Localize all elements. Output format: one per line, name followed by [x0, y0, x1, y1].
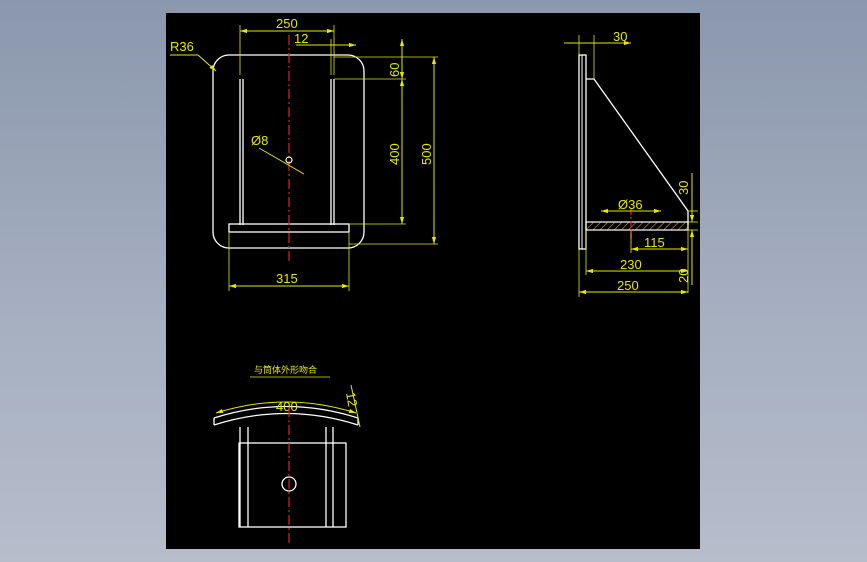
front-view: Ø8 R36 250 12 60: [170, 16, 438, 291]
dim-60-label: 60: [387, 63, 402, 77]
dim-500-label: 500: [419, 143, 434, 165]
side-rib: [586, 78, 689, 225]
top-curved-plate-outer: [213, 405, 359, 419]
side-hole-label: Ø36: [618, 197, 643, 212]
front-hole-leader: [258, 147, 305, 175]
side-dim-250-label: 250: [617, 278, 639, 293]
side-dim-115-label: 115: [644, 235, 665, 250]
top-view: 与筒体外形吻合 400 12: [213, 364, 361, 543]
top-dim-12-label: 12: [343, 391, 360, 408]
top-dim-line-12: [350, 384, 361, 428]
dim-12-label: 12: [294, 31, 308, 46]
dim-315-label: 315: [276, 271, 298, 286]
top-body: [238, 442, 347, 528]
side-dim-r30-label: 30: [676, 181, 691, 195]
dim-250-top-label: 250: [276, 16, 298, 31]
side-view: 30 Ø36 30 20 115 230: [564, 29, 698, 297]
drawing-sheet[interactable]: Ø8 R36 250 12 60: [166, 13, 700, 549]
front-hole: [285, 156, 293, 164]
front-hole-label: Ø8: [251, 133, 268, 148]
cad-drawing: Ø8 R36 250 12 60: [170, 16, 698, 543]
top-hole: [281, 476, 297, 492]
front-radius-leader: [170, 54, 217, 72]
side-dim-30-label: 30: [613, 29, 627, 44]
dim-400-label: 400: [387, 143, 402, 165]
side-bottom-plate: [585, 221, 689, 231]
top-curved-plate-inner: [213, 412, 359, 426]
side-dim-230-label: 230: [620, 257, 642, 272]
front-radius-label: R36: [170, 39, 194, 54]
top-note-label: 与筒体外形吻合: [254, 364, 317, 375]
top-dim-400-label: 400: [276, 399, 298, 414]
top-dim-arc-400: [215, 401, 357, 414]
